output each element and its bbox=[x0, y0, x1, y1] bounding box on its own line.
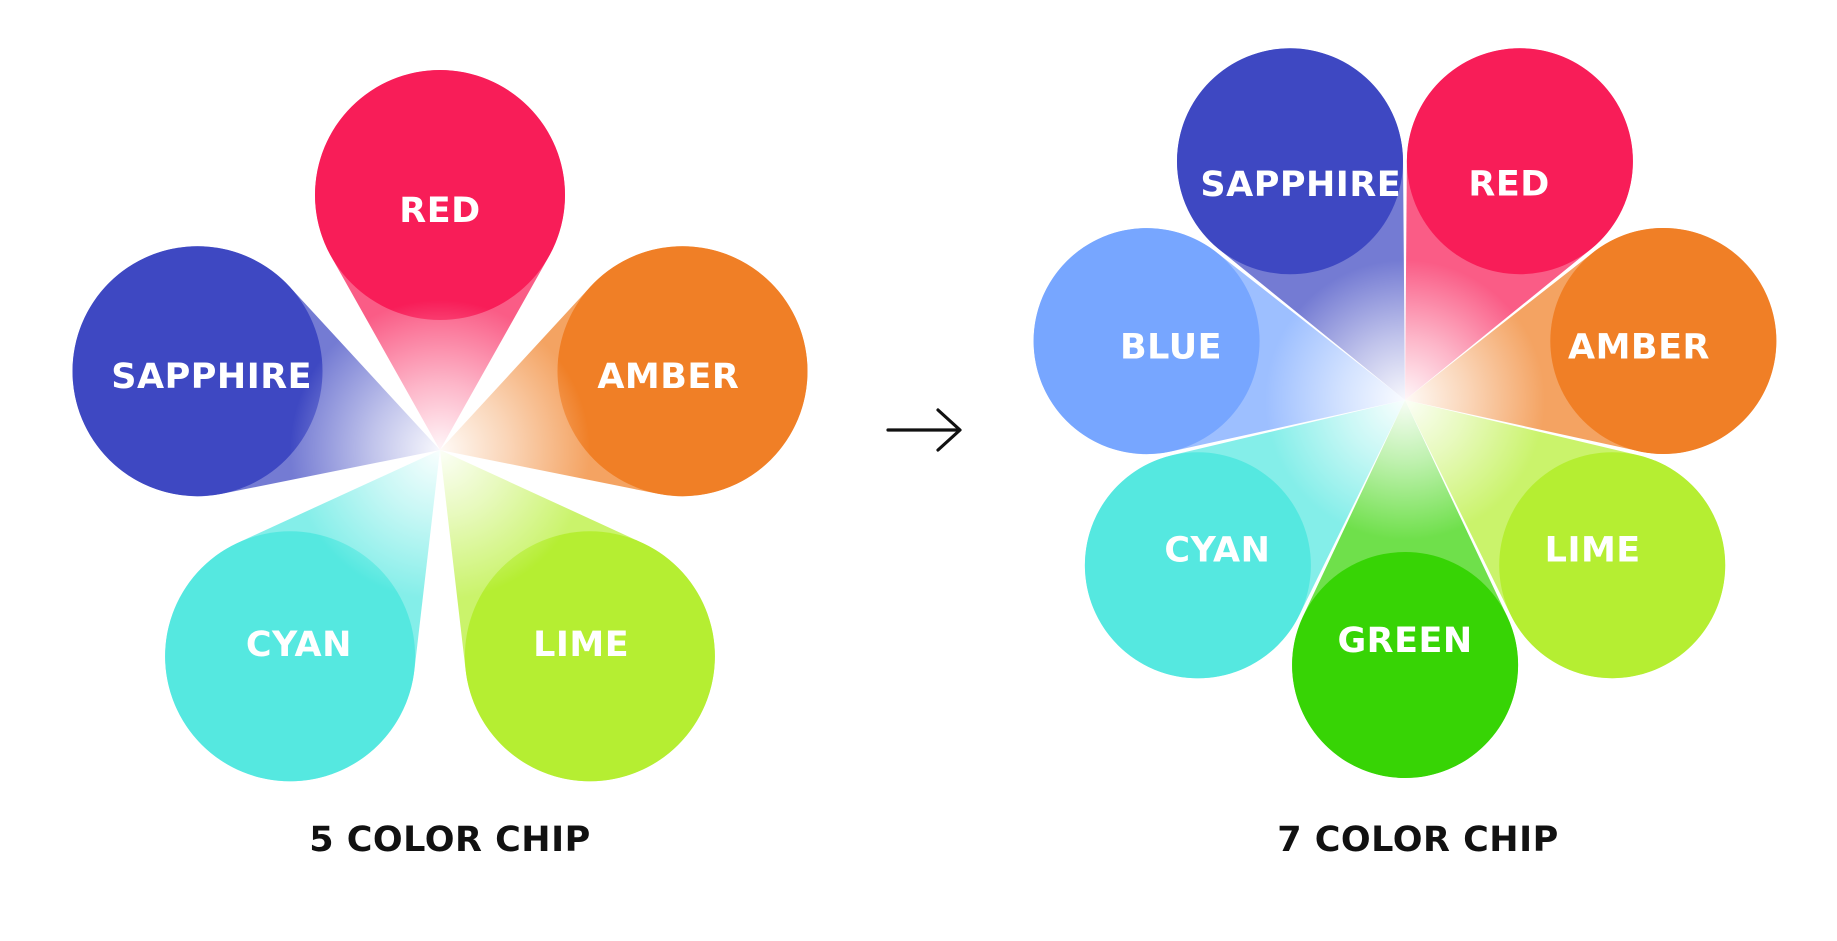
petal-label-amber: AMBER bbox=[1568, 328, 1710, 368]
petal-cap-red bbox=[315, 70, 565, 320]
petal-cap-red bbox=[1406, 48, 1633, 275]
petal-cap-green bbox=[1292, 552, 1519, 778]
petal-label-green: GREEN bbox=[1337, 621, 1472, 661]
petal-label-sapphire: SAPPHIRE bbox=[1200, 165, 1401, 205]
petal-label-red: RED bbox=[399, 191, 480, 231]
petal-label-cyan: CYAN bbox=[246, 625, 352, 665]
petal-cap-sapphire bbox=[72, 246, 323, 497]
petal-cap-lime bbox=[1499, 452, 1726, 679]
petal-label-red: RED bbox=[1468, 165, 1549, 205]
petal-cap-amber bbox=[557, 246, 808, 497]
petal-cap-lime bbox=[464, 531, 715, 782]
seven-color-chip-diagram: RED AMBER LIME GREEN CYAN BLUE SAPPHIRE bbox=[1033, 48, 1777, 778]
petal-label-amber: AMBER bbox=[597, 357, 739, 397]
center-glow bbox=[290, 300, 590, 600]
right-arrow-icon bbox=[886, 408, 962, 452]
petal-cap-sapphire bbox=[1177, 48, 1403, 275]
petal-label-cyan: CYAN bbox=[1164, 531, 1270, 571]
center-glow bbox=[1265, 260, 1545, 540]
seven-color-chip-caption: 7 COLOR CHIP bbox=[1277, 820, 1559, 860]
petal-label-sapphire: SAPPHIRE bbox=[111, 357, 312, 397]
petal-label-lime: LIME bbox=[1545, 531, 1641, 571]
petal-cap-cyan bbox=[1084, 452, 1311, 679]
petal-cap-blue bbox=[1033, 228, 1260, 455]
petal-cap-amber bbox=[1550, 228, 1777, 454]
five-color-chip-caption: 5 COLOR CHIP bbox=[309, 820, 591, 860]
petal-cap-cyan bbox=[165, 531, 416, 782]
five-color-chip-diagram: RED AMBER LIME CYAN SAPPHIRE bbox=[72, 70, 808, 782]
petal-label-blue: BLUE bbox=[1120, 328, 1222, 368]
petal-label-lime: LIME bbox=[533, 625, 629, 665]
